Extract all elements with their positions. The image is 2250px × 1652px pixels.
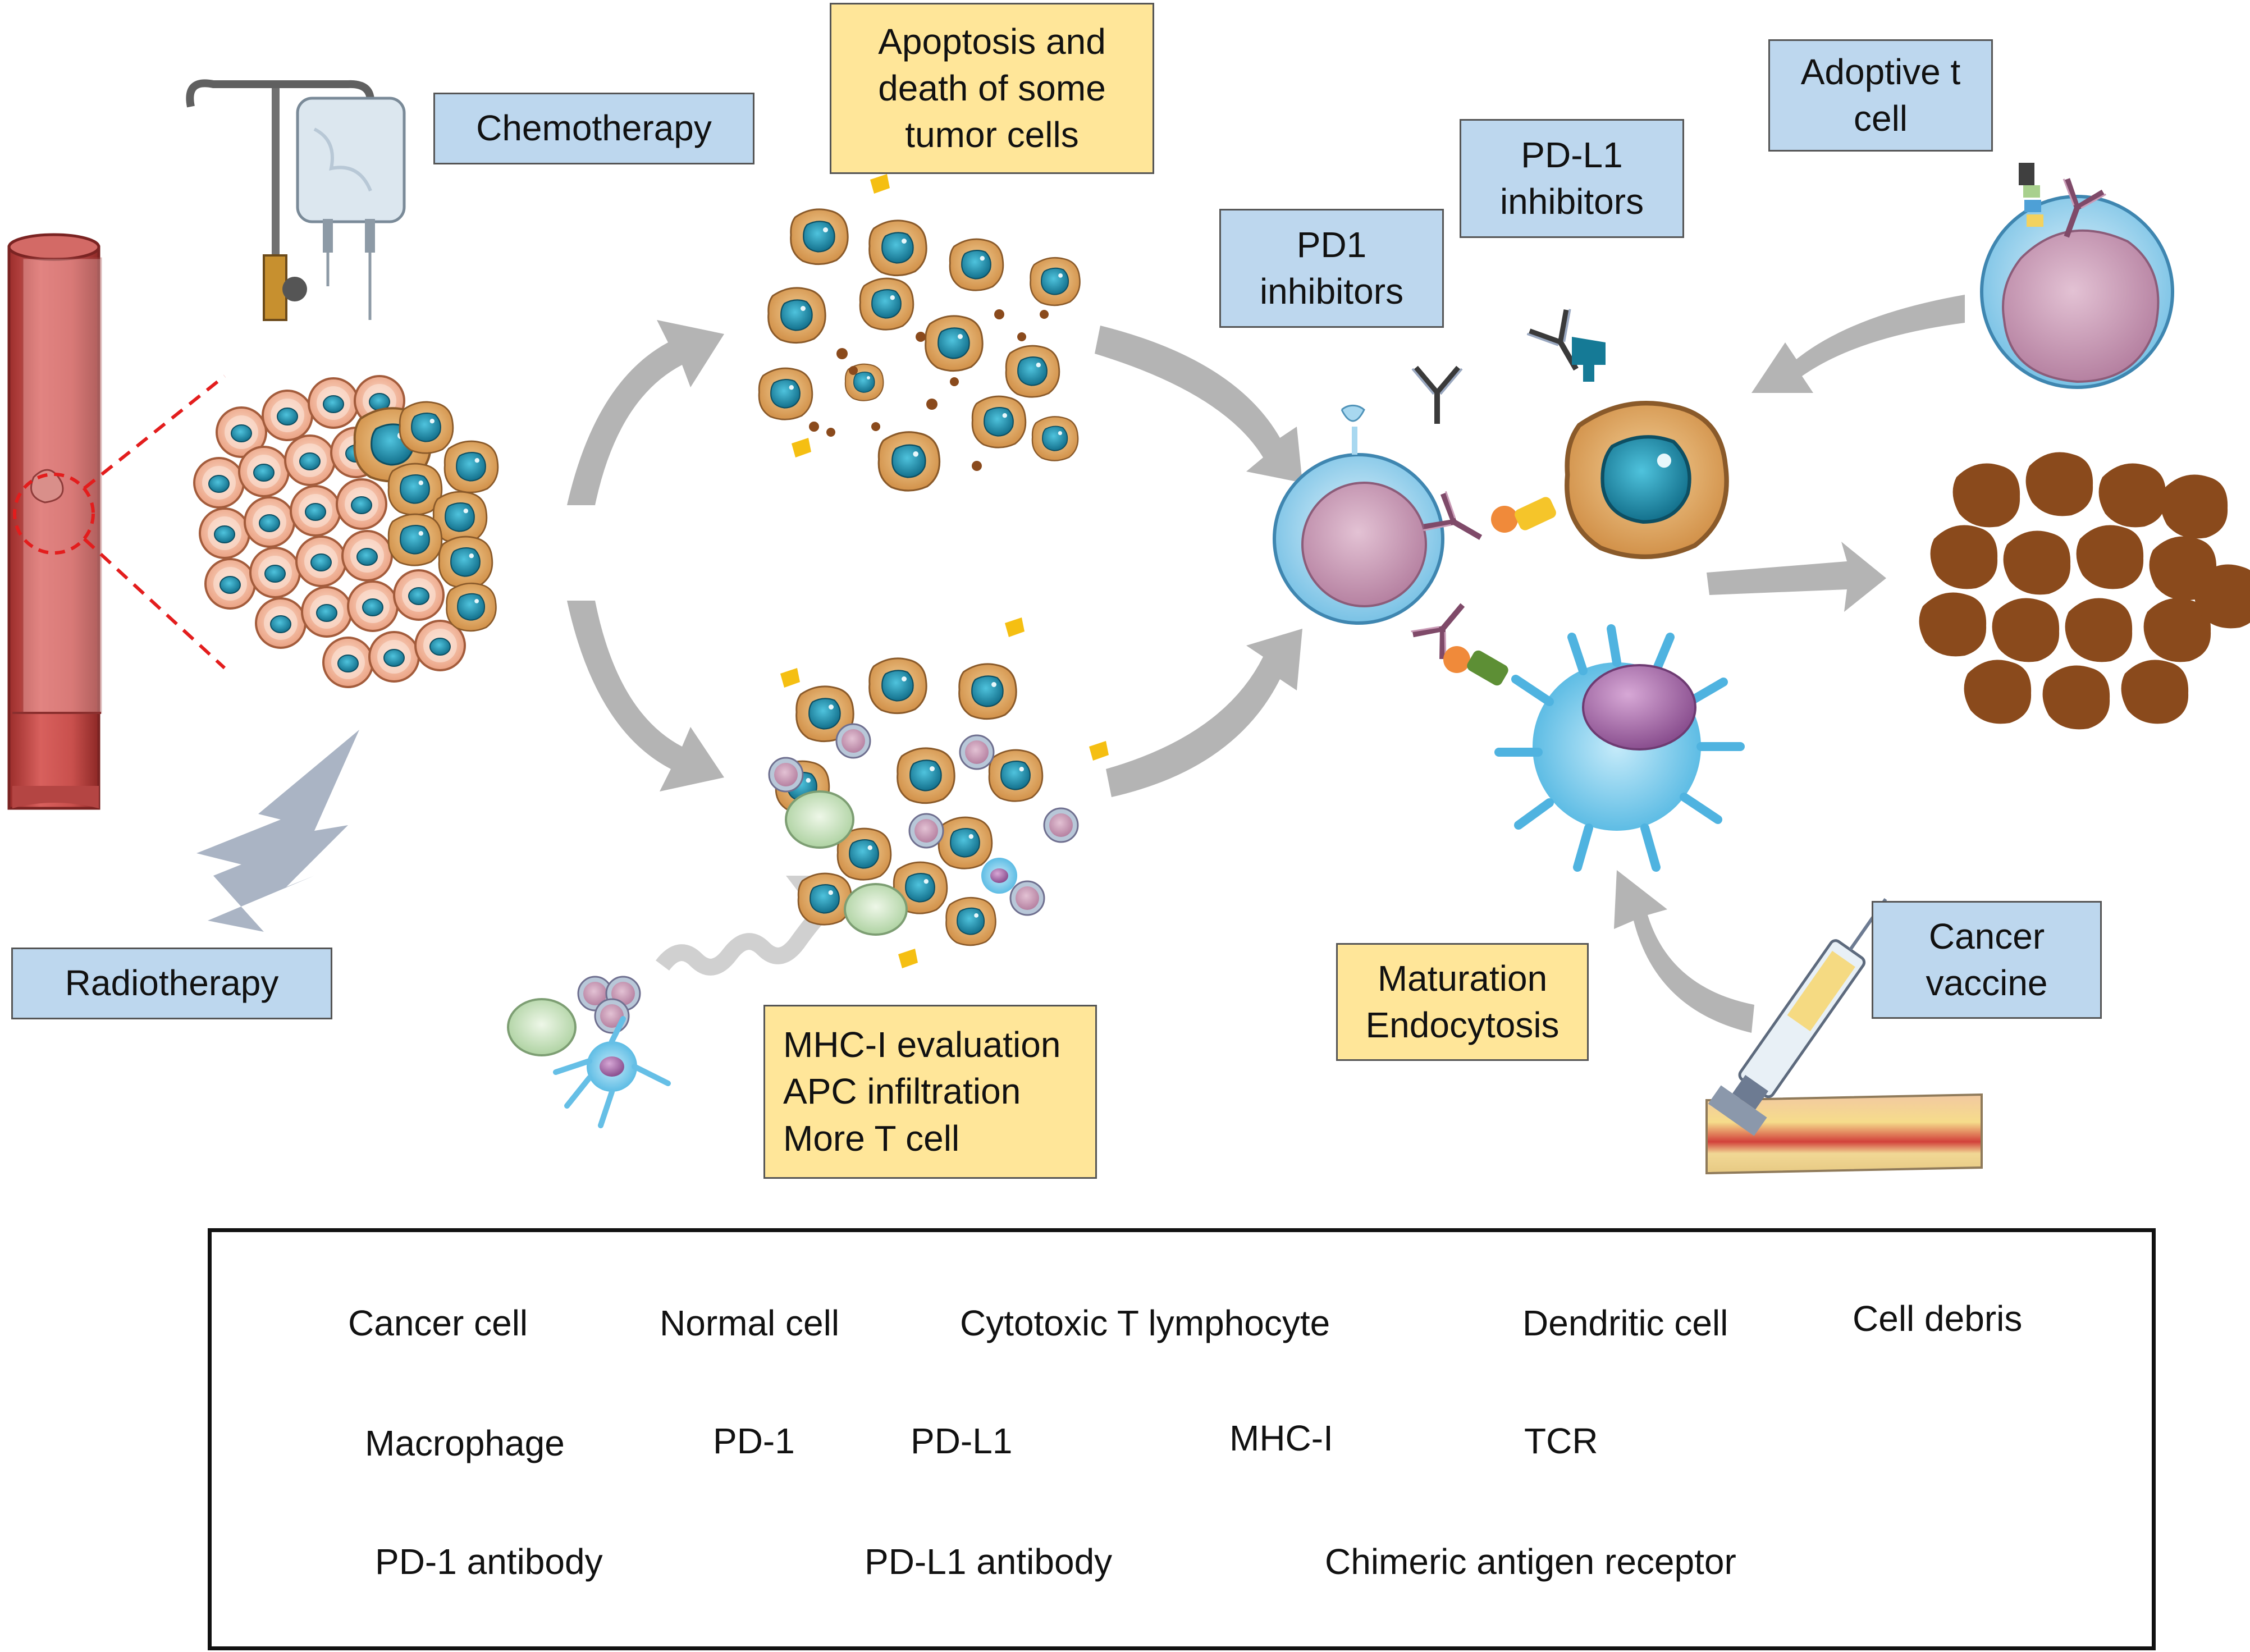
legend-ctl-label: Cytotoxic T lymphocyte	[960, 1303, 1330, 1343]
car-t-cell	[1980, 163, 2174, 389]
chemotherapy-label: Chemotherapy	[433, 93, 754, 164]
flow-arrows	[567, 295, 1965, 1033]
cell-debris-field	[1919, 452, 2250, 730]
legend-dendritic-label: Dendritic cell	[1522, 1303, 1728, 1343]
incoming-immune-cells	[507, 976, 671, 1128]
apoptosis-text: Apoptosis and death of some tumor cells	[878, 21, 1106, 155]
apoptosis-label: Apoptosis and death of some tumor cells	[830, 3, 1154, 174]
adoptive-t-cell-label: Adoptive t cell	[1768, 39, 1993, 152]
tumor-cluster	[193, 375, 499, 688]
legend-normal-cell-label: Normal cell	[660, 1303, 840, 1343]
mhc-evaluation-label: MHC-I evaluation APC infiltration More T…	[763, 1005, 1097, 1179]
pdl1-inhibitors-label: PD-L1 inhibitors	[1460, 119, 1684, 238]
blood-vessel	[7, 233, 226, 810]
immune-synapse	[1273, 308, 1745, 872]
legend-macrophage-label: Macrophage	[365, 1423, 565, 1463]
pdl1-inhibitors-text: PD-L1 inhibitors	[1499, 134, 1644, 222]
legend-pdl1-label: PD-L1	[911, 1421, 1013, 1461]
legend-cancer-cell-label: Cancer cell	[348, 1303, 528, 1343]
adoptive-t-cell-text: Adoptive t cell	[1800, 51, 1961, 139]
legend-car-label: Chimeric antigen receptor	[1325, 1541, 1736, 1582]
iv-drip-icon	[186, 79, 406, 321]
maturation-label: Maturation Endocytosis	[1336, 943, 1589, 1061]
legend-box	[208, 1228, 2156, 1650]
mhc-evaluation-text: MHC-I evaluation APC infiltration More T…	[783, 1024, 1061, 1159]
legend-debris-label: Cell debris	[1853, 1298, 2023, 1339]
vaccine-syringe-icon	[1705, 898, 1983, 1175]
legend-mhc1-label: MHC-I	[1229, 1418, 1333, 1458]
legend-pdl1-antibody-label: PD-L1 antibody	[865, 1541, 1113, 1582]
radiation-bolt-icon	[196, 730, 359, 932]
cancer-vaccine-label: Cancer vaccine	[1872, 901, 2102, 1019]
maturation-text: Maturation Endocytosis	[1365, 958, 1560, 1045]
infiltrated-tumor	[768, 617, 1109, 968]
radiotherapy-text: Radiotherapy	[65, 963, 279, 1004]
cancer-vaccine-text: Cancer vaccine	[1926, 916, 2048, 1003]
radiotherapy-label: Radiotherapy	[11, 948, 332, 1019]
pd1-inhibitors-text: PD1 inhibitors	[1259, 224, 1404, 312]
legend-pd1-label: PD-1	[713, 1421, 795, 1461]
chemotherapy-text: Chemotherapy	[476, 108, 712, 149]
legend-pd1-antibody-label: PD-1 antibody	[375, 1541, 603, 1582]
apoptosis-cluster	[758, 174, 1081, 492]
legend-tcr-label: TCR	[1524, 1421, 1598, 1461]
pd1-inhibitors-label: PD1 inhibitors	[1219, 209, 1444, 328]
